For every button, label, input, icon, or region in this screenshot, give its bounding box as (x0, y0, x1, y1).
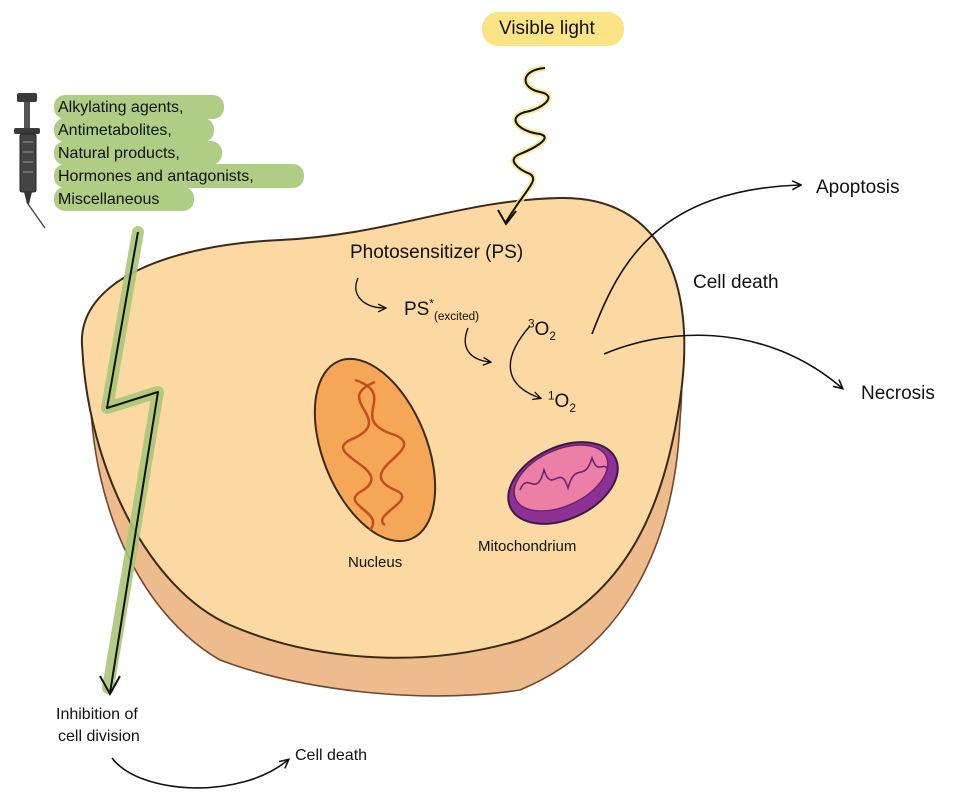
drug-class-misc: Miscellaneous (58, 191, 160, 208)
drug-lightning-arrowhead (99, 675, 121, 697)
drug-class-hormones: Hormones and antagonists, (58, 168, 254, 185)
mitochondrium-icon (507, 441, 619, 525)
cell-death-right-label: Cell death (693, 272, 779, 293)
light-wave-arrowhead (497, 209, 517, 226)
drug-class-list: Alkylating agents, Antimetabolites, Natu… (58, 96, 254, 211)
light-wave-highlight (505, 65, 552, 222)
apoptosis-arrow (591, 185, 800, 335)
apoptosis-label: Apoptosis (816, 177, 900, 198)
photosensitizer-label: Photosensitizer (PS) (350, 242, 524, 263)
singlet-oxygen-label: 1O2 (548, 389, 576, 414)
inhibition-line2: cell division (58, 728, 140, 745)
drug-class-antimetabolites: Antimetabolites, (58, 122, 172, 139)
excited-to-oxygen-arrow (464, 327, 490, 362)
nucleus-label: Nucleus (348, 554, 403, 571)
triplet-oxygen-sup: 3 (528, 317, 535, 331)
singlet-oxygen-base: O (554, 391, 570, 412)
drug-class-natural-products: Natural products, (58, 145, 180, 162)
mitochondrium-label: Mitochondrium (478, 538, 577, 555)
drug-class-alkylating: Alkylating agents, (58, 99, 184, 116)
necrosis-label: Necrosis (861, 383, 935, 404)
necrosis-arrow (603, 334, 842, 388)
ps-excited-base: PS (404, 299, 430, 320)
inhibition-line1: Inhibition of (56, 706, 138, 723)
triplet-oxygen-sub: 2 (549, 329, 556, 343)
singlet-oxygen-sub: 2 (569, 401, 576, 415)
light-wave-icon (505, 67, 550, 223)
singlet-oxygen-sup: 1 (548, 389, 555, 403)
triplet-oxygen-base: O (534, 319, 550, 340)
cell-death-bottom-label: Cell death (295, 747, 368, 764)
triplet-oxygen-label: 3O2 (528, 317, 556, 342)
visible-light-highlight (482, 12, 624, 46)
visible-light-label: Visible light (499, 18, 595, 39)
drug-lightning-arrow (106, 231, 159, 694)
ps-excited-sub: (excited) (433, 309, 480, 323)
triplet-to-singlet-arrow (509, 325, 540, 398)
drug-list-highlight (54, 95, 304, 211)
syringe-icon (14, 93, 46, 229)
ps-to-excited-arrow (355, 277, 385, 308)
nucleus-icon (313, 357, 437, 543)
ps-excited-label: PS*(excited) (404, 297, 479, 322)
ps-excited-mark: * (429, 297, 434, 311)
bottom-cell-death-arrow (111, 757, 288, 789)
